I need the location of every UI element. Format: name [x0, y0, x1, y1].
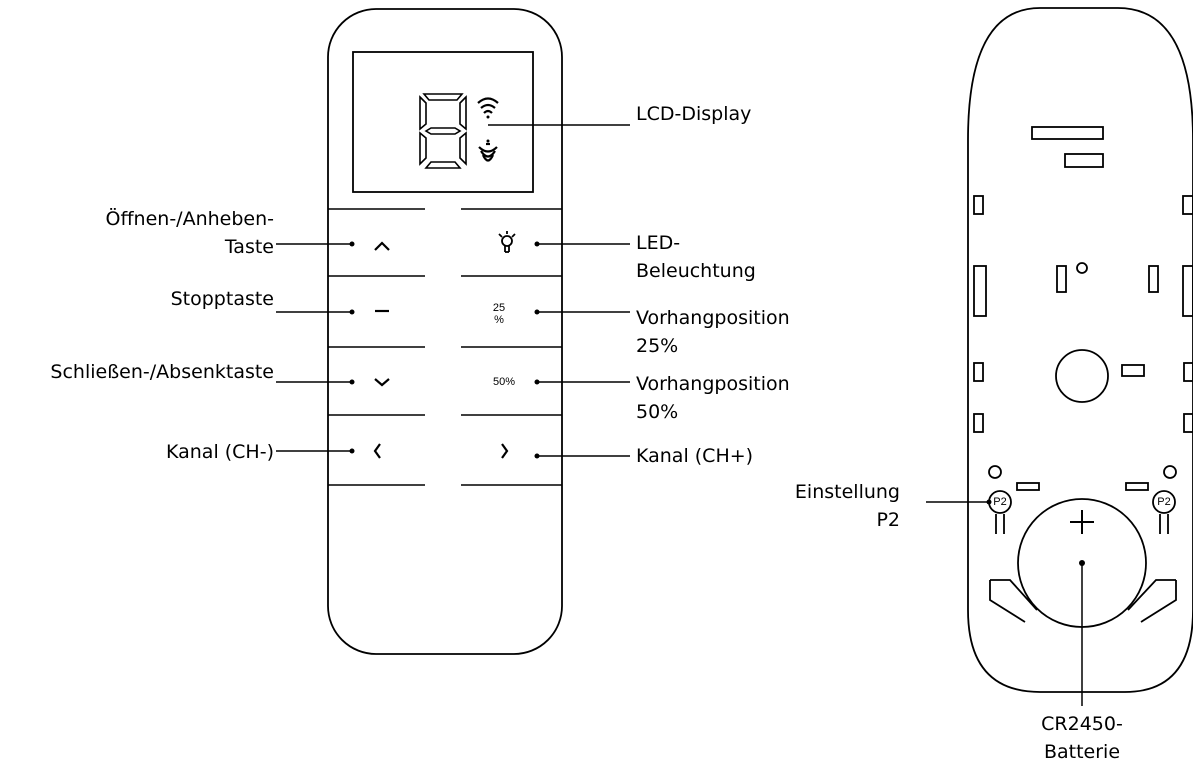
leader-dots-front: [349, 241, 540, 459]
remote-back-body: [967, 7, 1193, 693]
label-close-lower-key: Schließen-/Absenktaste: [50, 361, 274, 383]
p2-label-left: P2: [993, 496, 1007, 508]
right-chevron-icon: [501, 443, 509, 459]
remote-front: [276, 8, 630, 655]
lcd-screen: [352, 51, 534, 193]
label-channel-plus: Kanal (CH+): [636, 445, 754, 467]
plus-icon: [1070, 510, 1094, 534]
label-led-lighting: LED- Beleuchtung: [636, 232, 756, 282]
wifi-icon: [477, 97, 499, 119]
position-25-button[interactable]: 25 %: [492, 302, 506, 326]
position-50-button[interactable]: 50%: [492, 376, 516, 388]
label-stop-key: Stopptaste: [170, 288, 274, 310]
bulb-icon: [498, 231, 516, 253]
up-chevron-icon: [374, 241, 390, 251]
label-setting-p2: Einstellung P2: [794, 481, 900, 531]
lcd-digit-icon: [419, 93, 467, 169]
label-channel-minus: Kanal (CH-): [165, 441, 274, 463]
key-dividers: [328, 208, 562, 486]
p2-pad-right: [1152, 490, 1176, 514]
remote-back: [926, 7, 1193, 706]
left-chevron-icon: [373, 443, 381, 459]
down-chevron-icon: [374, 378, 390, 387]
label-position-50: Vorhangposition 50%: [636, 373, 790, 423]
label-lcd-display: LCD-Display: [636, 103, 752, 125]
p2-label-right: P2: [1157, 496, 1171, 508]
signal-icon: [478, 139, 498, 162]
label-open-raise-key: Öffnen-/Anheben- Taste: [105, 208, 275, 258]
label-battery: CR2450- Batterie: [1041, 713, 1123, 763]
leader-lines-front: [276, 124, 630, 457]
label-position-25: Vorhangposition 25%: [636, 307, 790, 357]
remote-front-body: [327, 8, 563, 655]
